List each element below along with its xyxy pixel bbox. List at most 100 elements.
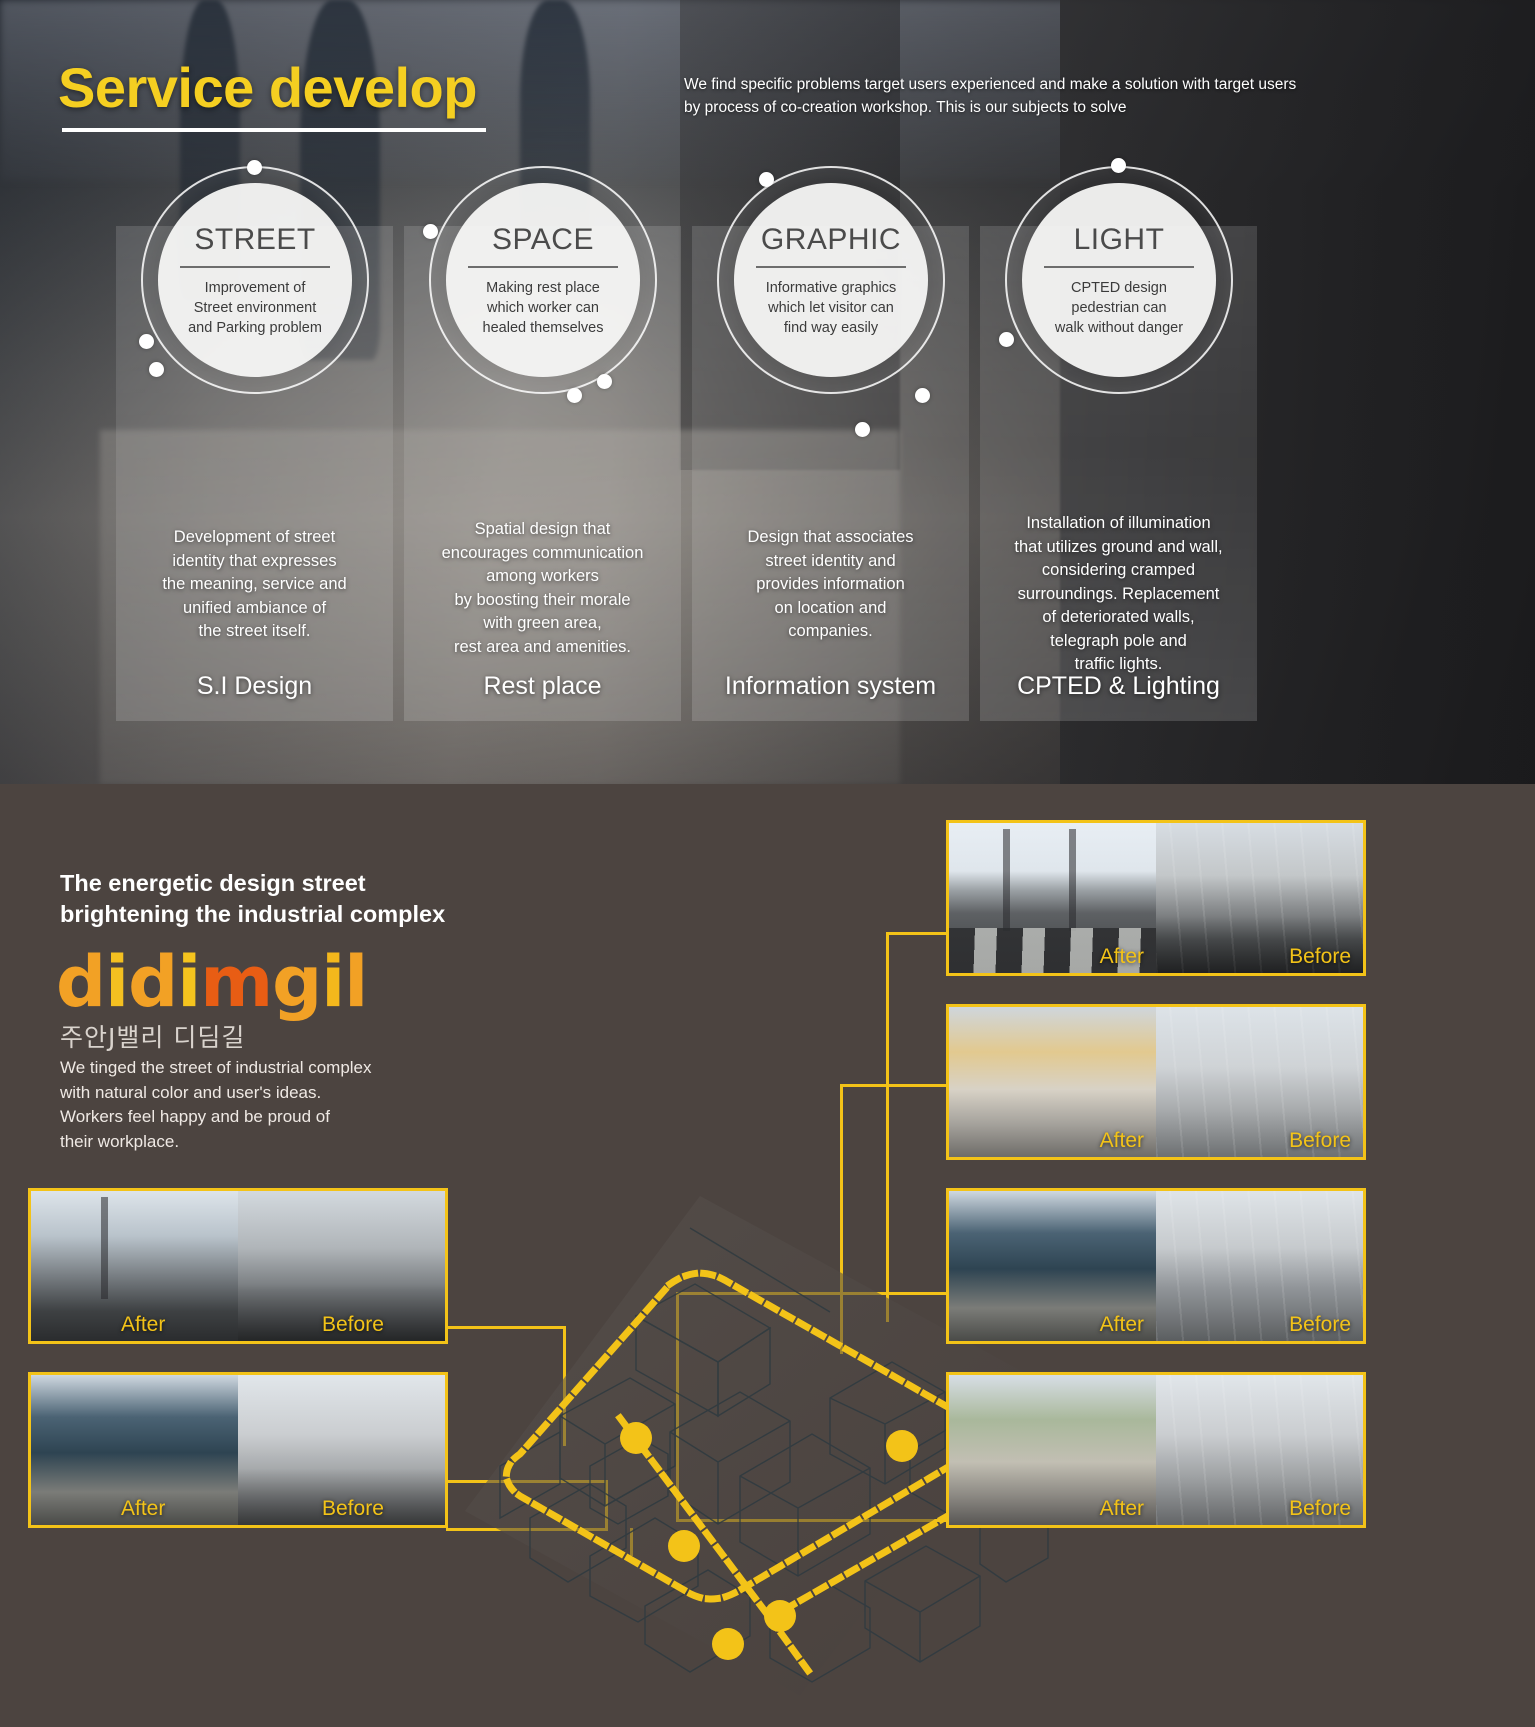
service-circle-light[interactable]: LIGHT CPTED design pedestrian can walk w… [999,158,1233,394]
header-description: We find specific problems target users e… [684,76,1297,116]
tree-detail [1002,829,1010,931]
ring-node-icon [855,422,870,437]
logo-letter: l [344,941,368,1023]
page-title: Service develop [58,56,477,119]
connector-line [886,932,889,1322]
circle-divider [1044,265,1194,268]
card-body-text: Design that associates street identity a… [747,528,914,640]
tree-detail [101,1197,109,1299]
ring-node-icon [759,172,774,187]
circle-content: STREET Improvement of Street environment… [158,183,352,377]
site-map-diagram [440,1166,1080,1726]
photo-before: Before [238,1191,445,1341]
title-underline [62,128,486,132]
wires-detail [1156,1191,1363,1341]
after-label: After [121,1497,166,1520]
ring-node-icon [597,374,612,389]
service-circle-graphic[interactable]: GRAPHIC Informative graphics which let v… [717,166,945,437]
photo-image [31,1191,238,1341]
photo-image [1156,1191,1363,1341]
project-headline: The energetic design street brightening … [60,870,446,927]
circle-content: SPACE Making rest place which worker can… [446,183,640,377]
map-node [886,1430,918,1462]
before-label: Before [322,1313,384,1336]
shadow-overlay [1156,916,1363,973]
logo-letter: i [105,941,129,1023]
after-label: After [121,1313,166,1336]
circle-outer-ring [717,166,945,394]
circle-divider [180,265,330,268]
photo-before: Before [1156,823,1363,973]
circle-subtitle: Improvement of Street environment and Pa… [188,279,322,336]
photo-after: After [949,823,1156,973]
ring-node-icon [139,334,154,349]
tree-detail [1069,829,1077,931]
circle-subtitle: CPTED design pedestrian can walk without… [1054,279,1184,336]
ring-node-icon [567,388,582,403]
map-node [712,1628,744,1660]
circle-title: LIGHT [1073,222,1165,256]
circle-title: GRAPHIC [760,222,902,256]
circle-title: STREET [194,222,316,256]
didimgil-project-section: The energetic design street brightening … [0,784,1535,1727]
before-label: Before [1289,1497,1351,1520]
photo-before: Before [1156,1007,1363,1157]
didimgil-logo: didimgil 주안J밸리 디딤길 [56,946,368,1056]
ring-node-icon [247,160,262,175]
map-node [764,1600,796,1632]
crosswalk-detail [949,928,1156,973]
card-footer-label: Information system [724,672,937,700]
connector-line [840,1084,948,1087]
photo-pair-building-right[interactable]: After Before [946,1188,1366,1344]
photo-before: Before [1156,1375,1363,1525]
logo-letter: i [177,941,201,1023]
card-body-text: Installation of illumination that utiliz… [1014,514,1223,673]
after-label: After [1099,945,1144,968]
photo-pair-fence-left[interactable]: After Before [28,1372,448,1528]
before-label: Before [1289,1313,1351,1336]
connector-line [886,932,948,935]
logo-wordmark: didimgil [56,946,368,1018]
map-node [620,1422,652,1454]
map-node-markers [620,1396,994,1660]
logo-letter: d [56,941,106,1023]
map-base-plate [465,1196,1040,1696]
circle-divider [468,265,618,268]
photo-after: After [31,1375,238,1525]
photo-pair-wall-right[interactable]: After Before [946,1004,1366,1160]
photo-before: Before [1156,1191,1363,1341]
card-footer-label: S.I Design [196,672,313,700]
logo-korean-subtitle: 주안J밸리 디딤길 [60,1023,246,1052]
shadow-overlay [238,1468,445,1525]
photo-after: After [949,1191,1156,1341]
connector-line [446,1326,566,1329]
service-circle-street[interactable]: STREET Improvement of Street environment… [139,160,369,394]
circle-content: GRAPHIC Informative graphics which let v… [734,183,928,377]
card-body-text: Spatial design that encourages communica… [441,520,644,656]
shadow-overlay [238,1284,445,1341]
connector-line [840,1084,843,1354]
circle-subtitle: Making rest place which worker can heale… [482,279,604,336]
before-label: Before [1289,945,1351,968]
service-circle-space[interactable]: SPACE Making rest place which worker can… [423,166,657,403]
photo-image [238,1191,445,1341]
photo-after: After [949,1007,1156,1157]
ring-node-icon [1111,158,1126,173]
project-description: We tinged the street of industrial compl… [60,1058,372,1151]
photo-image [31,1375,238,1525]
photo-after: After [31,1191,238,1341]
after-label: After [1099,1497,1144,1520]
circle-divider [756,265,906,268]
map-svg [465,1196,1053,1696]
after-label: After [1099,1129,1144,1152]
photo-pair-plaza-right[interactable]: After Before [946,1372,1366,1528]
ring-node-icon [423,224,438,239]
circle-outer-ring [429,166,657,394]
photo-pair-top-right[interactable]: After Before [946,820,1366,976]
logo-letter: g [272,941,322,1023]
photo-before: Before [238,1375,445,1525]
photo-image [1156,1375,1363,1525]
before-label: Before [1289,1129,1351,1152]
photo-pair-road-left[interactable]: After Before [28,1188,448,1344]
photo-image [238,1375,445,1525]
